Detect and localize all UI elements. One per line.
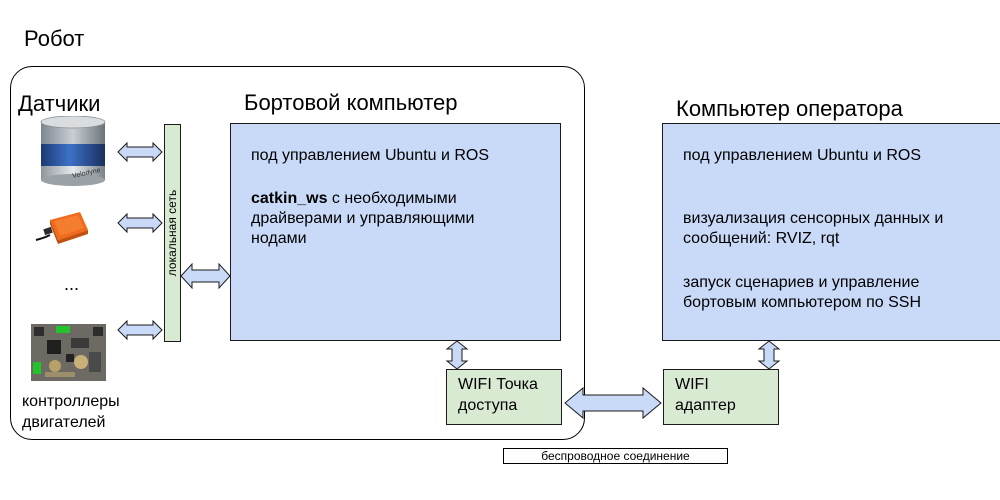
wifi-access-point-line1: WIFI Точка (458, 376, 538, 393)
robot-frame (10, 66, 585, 440)
workspace-line1-rest: с необходимыми (327, 190, 457, 207)
wireless-link-arrow (564, 386, 662, 420)
imu-network-arrow (117, 212, 163, 234)
onboard-accesspoint-arrow (445, 340, 469, 370)
motor-controller-image (31, 324, 106, 381)
local-network-label: локальная сеть (164, 189, 179, 277)
wireless-connection-legend: беспроводное соединение (503, 448, 728, 464)
onboard-os-text: под управлением Ubuntu и ROS (251, 147, 490, 164)
operator-os-text: под управлением Ubuntu и ROS (683, 147, 922, 164)
wifi-adapter-box: WIFI адаптер (663, 369, 779, 425)
operator-computer-box: под управлением Ubuntu и ROS визуализаци… (662, 123, 1000, 341)
operator-visualization-line2: сообщений: RVIZ, rqt (683, 230, 840, 247)
controller-network-arrow (117, 319, 163, 341)
controllers-label-line2: двигателей (22, 413, 106, 431)
local-network-bar: локальная сеть (164, 124, 181, 342)
operator-launch-text: запуск сценариев и управление бортовым к… (683, 273, 921, 313)
wifi-access-point-box: WIFI Точка доступа (446, 369, 562, 425)
operator-launch-line1: запуск сценариев и управление (683, 274, 920, 291)
operator-launch-line2: бортовым компьютером по SSH (683, 294, 922, 311)
onboard-computer-box: под управлением Ubuntu и ROS catkin_ws с… (230, 123, 561, 341)
onboard-workspace-line3: нодами (251, 230, 307, 247)
imu-sensor-image (35, 212, 88, 244)
workspace-name: catkin_ws (251, 190, 328, 207)
wifi-access-point-line2: доступа (458, 396, 518, 414)
onboard-workspace-line2: драйверами и управляющими (251, 210, 475, 227)
onboard-workspace-line1: catkin_ws с необходимыми (251, 189, 474, 209)
controllers-label-line1: контроллеры (22, 393, 120, 410)
operator-computer-title: Компьютер оператора (676, 96, 903, 121)
lidar-network-arrow (117, 141, 163, 163)
wifi-adapter-line1: WIFI (675, 376, 709, 393)
operator-adapter-arrow (757, 340, 781, 370)
robot-title: Робот (24, 26, 85, 51)
lidar-sensor-image (40, 116, 106, 186)
sensors-ellipsis: ... (64, 274, 80, 294)
network-onboard-arrow (180, 262, 231, 290)
onboard-workspace-text: catkin_ws с необходимыми драйверами и уп… (251, 189, 474, 249)
sensors-title: Датчики (18, 91, 101, 116)
onboard-computer-title: Бортовой компьютер (244, 90, 458, 115)
operator-visualization-line1: визуализация сенсорных данных и (683, 210, 944, 227)
controllers-label: контроллеры двигателей (22, 392, 120, 434)
wifi-adapter-line2: адаптер (675, 396, 736, 414)
operator-visualization-text: визуализация сенсорных данных и сообщени… (683, 209, 943, 249)
